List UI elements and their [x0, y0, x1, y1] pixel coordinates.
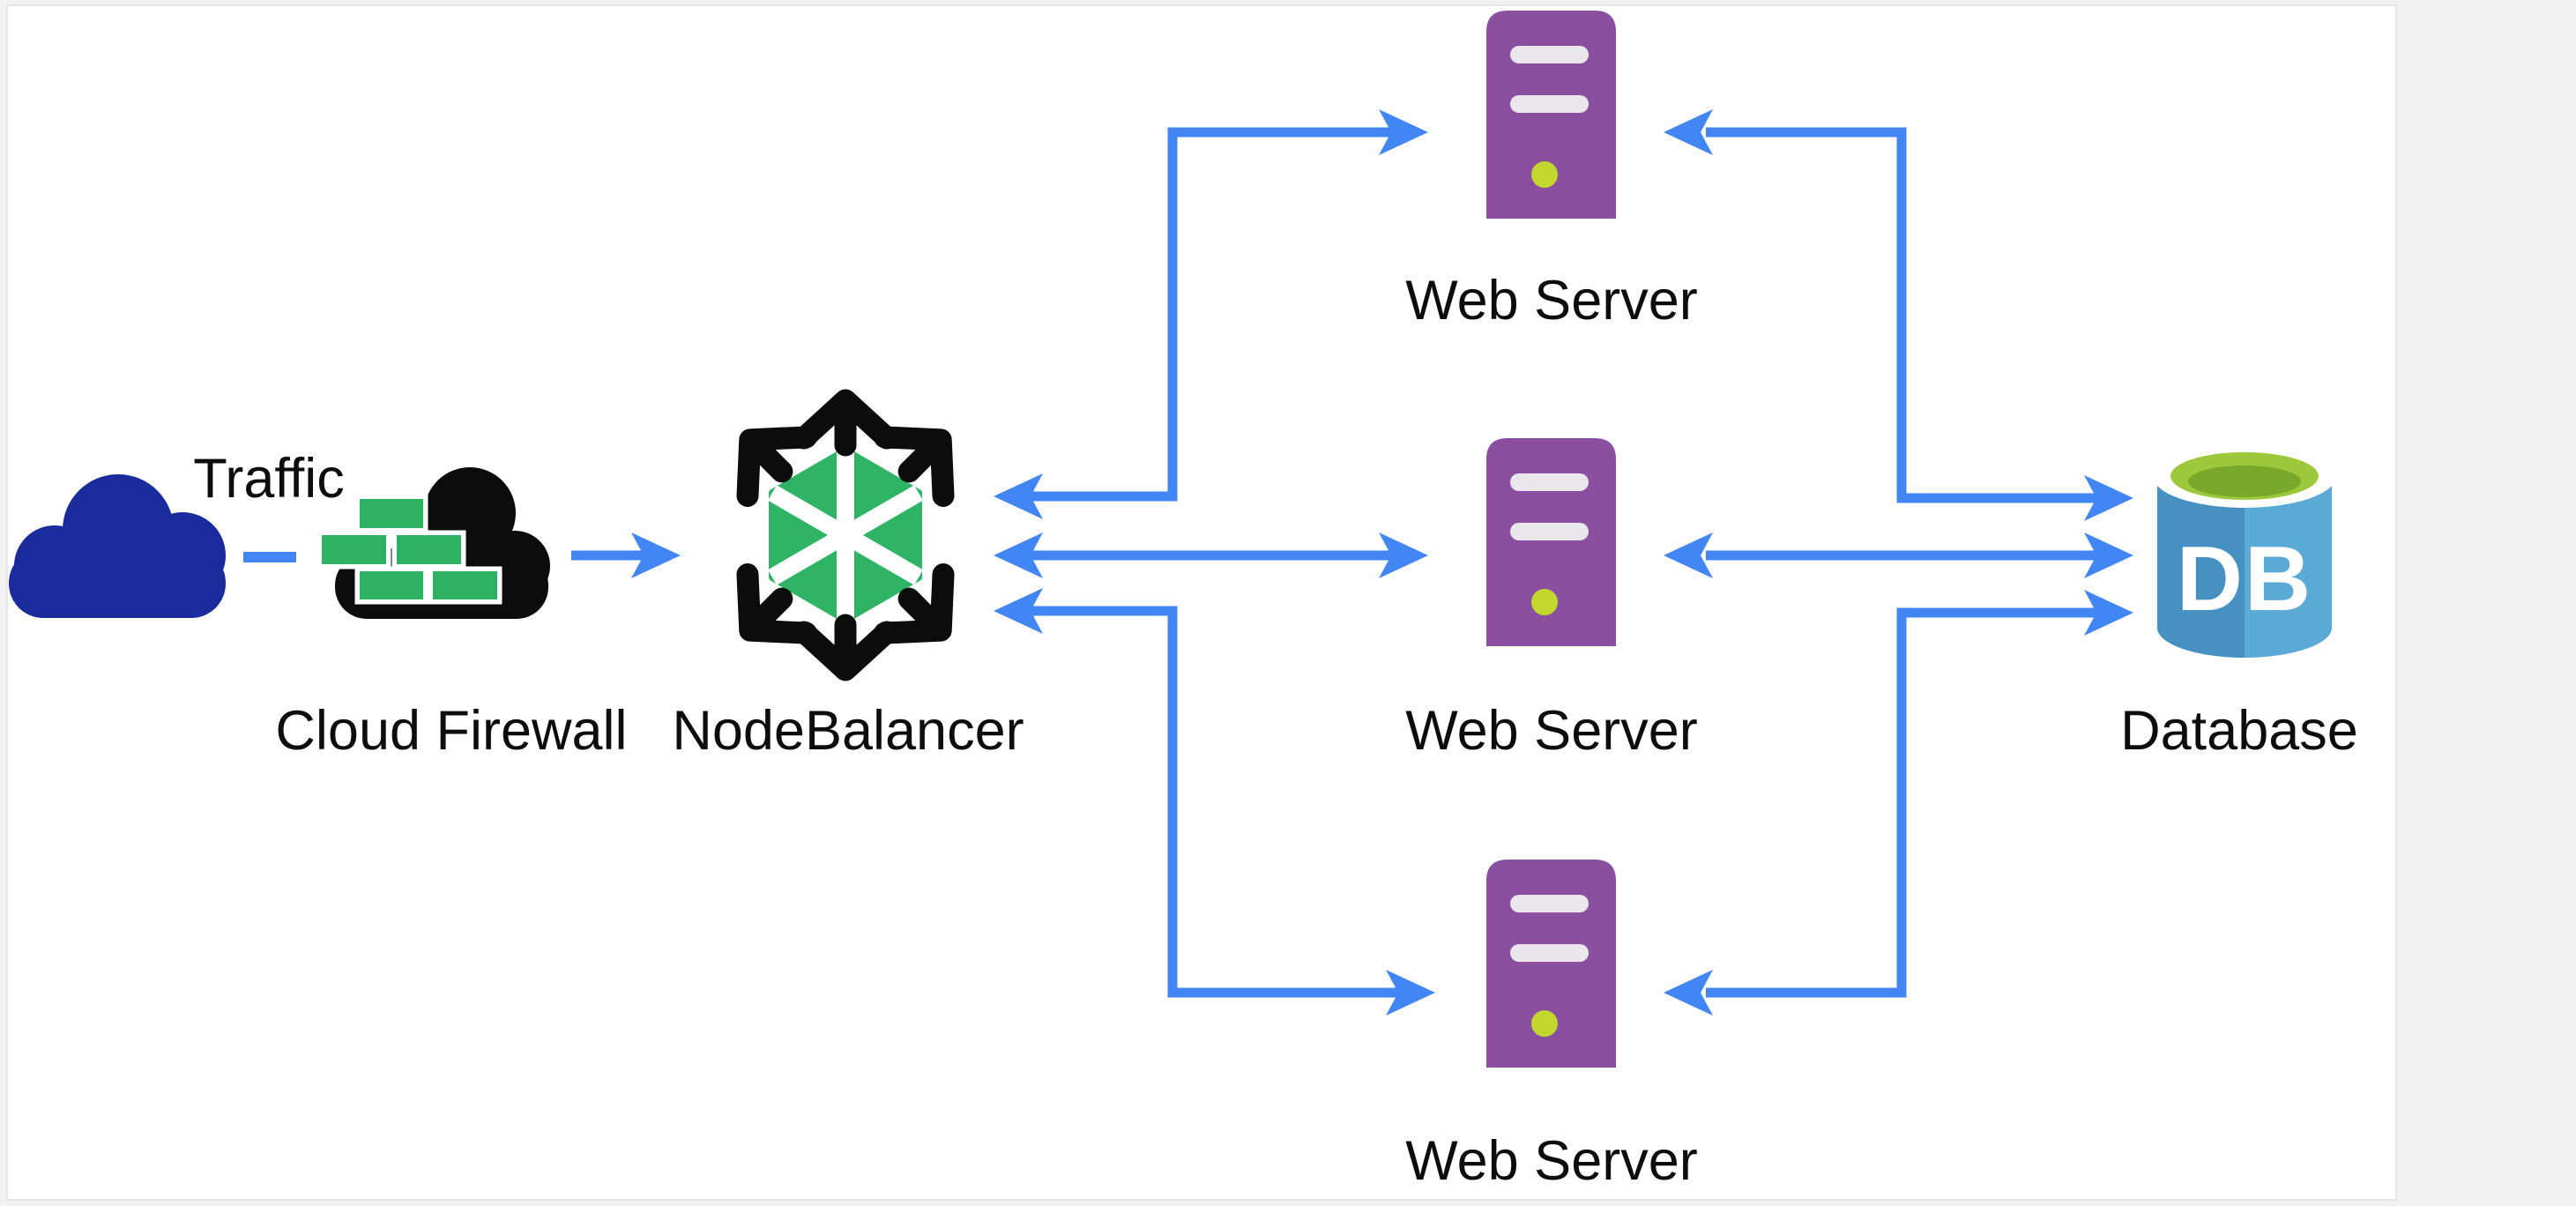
cloud-firewall-icon	[316, 467, 550, 619]
connector-webserver-middle-database	[1664, 532, 2133, 578]
link-line	[1706, 127, 2096, 503]
connector-nodebalancer-webserver-middle	[994, 532, 1428, 578]
arrowhead-left-icon	[994, 532, 1043, 578]
web-server-icon	[1486, 860, 1616, 1068]
arrowhead-right-icon	[2084, 532, 2133, 578]
arrowhead-left-icon	[994, 473, 1043, 519]
nodebalancer-node: NodeBalancer	[672, 389, 1024, 762]
nodebalancer-icon	[736, 389, 955, 681]
server-led-icon	[1531, 1010, 1558, 1037]
connector-webserver-top-database	[1664, 109, 2133, 521]
cloud-firewall-label: Cloud Firewall	[275, 700, 627, 762]
database-node: DB Database	[2120, 444, 2358, 762]
connector-nodebalancer-webserver-bottom	[994, 588, 1435, 1016]
arrowhead-right-icon	[2084, 475, 2133, 521]
web-server-top-node: Web Server	[1405, 11, 1698, 331]
arrowhead-left-icon	[1664, 970, 1713, 1016]
link-line	[1027, 127, 1391, 502]
database-label: Database	[2120, 700, 2358, 762]
connector-webserver-bottom-database	[1664, 590, 2133, 1016]
arrowhead-left-icon	[1664, 532, 1713, 578]
connector-firewall-nodebalancer	[571, 532, 681, 578]
web-server-bottom-node: Web Server	[1405, 860, 1698, 1192]
db-icon-text: DB	[2177, 528, 2312, 630]
arrowhead-left-icon	[1664, 109, 1713, 155]
cloud-firewall-node: Cloud Firewall	[275, 467, 628, 762]
web-server-top-label: Web Server	[1405, 270, 1697, 331]
traffic-cloud-icon	[9, 474, 226, 618]
database-icon: DB	[2153, 444, 2336, 658]
web-server-bottom-label: Web Server	[1405, 1130, 1697, 1192]
link-line	[1027, 606, 1398, 998]
connector-nodebalancer-webserver-top	[994, 109, 1428, 519]
arrowhead-right-icon	[2084, 590, 2133, 636]
web-server-middle-node: Web Server	[1405, 438, 1698, 762]
arrowhead-right-icon	[1386, 970, 1435, 1016]
web-server-icon	[1486, 438, 1616, 646]
firewall-bricks	[316, 494, 503, 605]
nodebalancer-arrows	[736, 389, 955, 681]
nodebalancer-spokes	[767, 450, 924, 620]
nodebalancer-label: NodeBalancer	[672, 700, 1024, 762]
arrowhead-right-icon	[1379, 109, 1428, 155]
link-line	[1706, 607, 2096, 998]
arrowhead-left-icon	[994, 588, 1043, 634]
traffic-label: Traffic	[193, 448, 345, 510]
traffic-node: Traffic	[9, 448, 345, 618]
server-led-icon	[1531, 161, 1558, 188]
server-led-icon	[1531, 589, 1558, 615]
arrowhead-right-icon	[631, 532, 681, 578]
web-server-icon	[1486, 11, 1616, 219]
arrowhead-right-icon	[1379, 532, 1428, 578]
web-server-middle-label: Web Server	[1405, 700, 1697, 762]
